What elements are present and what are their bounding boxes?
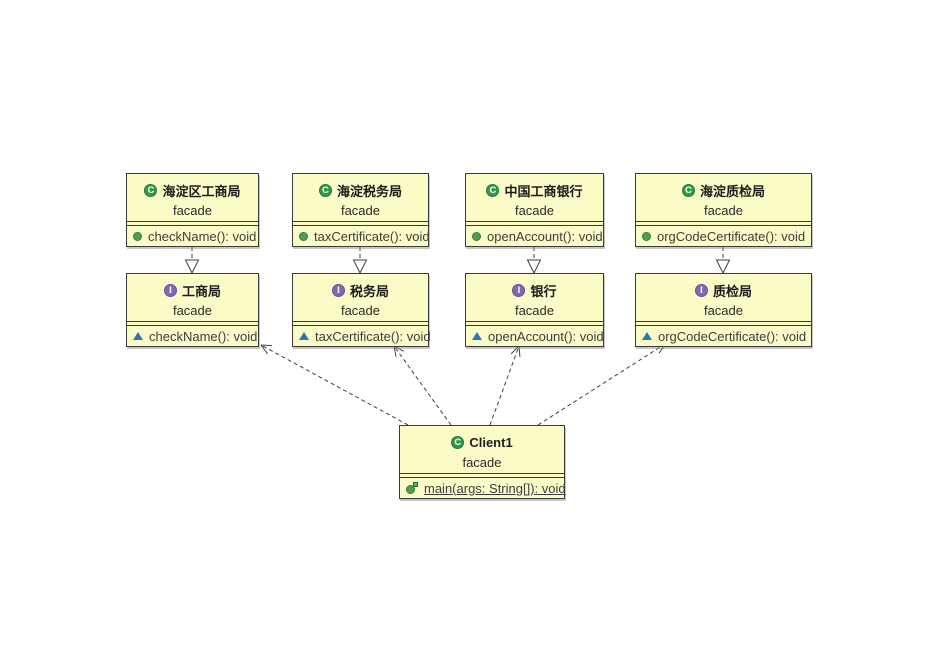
interface-node-zhijianju[interactable]: I 质检局 facade orgCodeCertificate(): void: [635, 273, 812, 347]
abstract-method-icon: [472, 332, 482, 340]
node-title: 税务局: [349, 284, 389, 299]
node-header: I 税务局 facade: [293, 274, 428, 321]
edge-dependency[interactable]: [489, 345, 521, 426]
node-header: C 海淀区工商局 facade: [127, 174, 258, 221]
class-node-haidian-gongshangju[interactable]: C 海淀区工商局 facade checkName(): void: [126, 173, 259, 247]
edge-dependency[interactable]: [393, 345, 452, 426]
node-package: facade: [703, 303, 744, 318]
node-header: C 海淀质检局 facade: [636, 174, 811, 221]
abstract-method-icon: [642, 332, 652, 340]
abstract-method-icon: [133, 332, 143, 340]
interface-icon: I: [163, 284, 177, 297]
static-method-icon: [406, 482, 418, 494]
method-label: orgCodeCertificate(): void: [657, 228, 806, 244]
separator: [400, 473, 564, 478]
class-node-haidian-zhijianju[interactable]: C 海淀质检局 facade orgCodeCertificate(): voi…: [635, 173, 812, 247]
method-row[interactable]: openAccount(): void: [466, 326, 604, 346]
edge-dependency[interactable]: [537, 343, 666, 426]
separator: [127, 321, 258, 326]
node-title: 银行: [530, 284, 557, 299]
class-node-client1[interactable]: C Client1 facade main(args: String[]): v…: [399, 425, 566, 499]
public-method-icon: [133, 231, 142, 241]
node-title: 中国工商银行: [504, 184, 583, 199]
node-header: C 中国工商银行 facade: [466, 174, 603, 221]
method-label: openAccount(): void: [487, 228, 603, 244]
method-row[interactable]: orgCodeCertificate(): void: [636, 226, 811, 246]
node-package: facade: [514, 203, 555, 218]
node-package: facade: [703, 203, 744, 218]
method-label: taxCertificate(): void: [315, 328, 431, 344]
interface-node-gongshangju[interactable]: I 工商局 facade checkName(): void: [126, 273, 259, 347]
separator: [466, 321, 603, 326]
node-header: C Client1 facade: [400, 426, 564, 473]
class-icon: C: [318, 184, 332, 197]
node-title: Client1: [469, 435, 513, 450]
node-package: facade: [340, 303, 381, 318]
separator: [636, 221, 811, 226]
class-icon: C: [451, 436, 465, 449]
node-title: 海淀区工商局: [162, 184, 241, 199]
interface-node-yinhang[interactable]: I 银行 facade openAccount(): void: [465, 273, 604, 347]
method-label: main(args: String[]): void: [424, 480, 566, 496]
edge-dependency[interactable]: [260, 344, 409, 426]
abstract-method-icon: [299, 332, 309, 340]
method-label: taxCertificate(): void: [314, 228, 430, 244]
node-header: I 银行 facade: [466, 274, 603, 321]
public-method-icon: [472, 231, 481, 241]
method-row[interactable]: checkName(): void: [127, 326, 258, 346]
separator: [636, 321, 811, 326]
node-package: facade: [514, 303, 555, 318]
separator: [127, 221, 258, 226]
interface-icon: I: [512, 284, 526, 297]
class-icon: C: [486, 184, 500, 197]
class-node-haidian-shuiwuju[interactable]: C 海淀税务局 facade taxCertificate(): void: [292, 173, 430, 247]
node-title: 质检局: [712, 284, 752, 299]
method-label: openAccount(): void: [488, 328, 604, 344]
interface-icon: I: [694, 284, 708, 297]
class-icon: C: [144, 184, 158, 197]
node-header: C 海淀税务局 facade: [293, 174, 428, 221]
method-label: orgCodeCertificate(): void: [658, 328, 807, 344]
node-package: facade: [340, 203, 381, 218]
node-package: facade: [462, 455, 502, 470]
method-row[interactable]: taxCertificate(): void: [293, 226, 430, 246]
node-package: facade: [172, 303, 213, 318]
separator: [293, 321, 428, 326]
public-method-icon: [642, 231, 651, 241]
public-method-icon: [299, 231, 308, 241]
class-icon: C: [681, 184, 695, 197]
method-row[interactable]: orgCodeCertificate(): void: [636, 326, 811, 346]
separator: [293, 221, 428, 226]
interface-icon: I: [331, 284, 345, 297]
node-header: I 质检局 facade: [636, 274, 811, 321]
node-header: I 工商局 facade: [127, 274, 258, 321]
method-row[interactable]: taxCertificate(): void: [293, 326, 431, 346]
method-label: checkName(): void: [148, 228, 257, 244]
node-title: 海淀质检局: [699, 184, 765, 199]
node-title: 海淀税务局: [336, 184, 402, 199]
method-label: checkName(): void: [149, 328, 258, 344]
method-row[interactable]: checkName(): void: [127, 226, 258, 246]
node-package: facade: [172, 203, 213, 218]
interface-node-shuiwuju[interactable]: I 税务局 facade taxCertificate(): void: [292, 273, 431, 347]
method-row[interactable]: main(args: String[]): void: [400, 478, 566, 498]
node-title: 工商局: [181, 284, 221, 299]
separator: [466, 221, 603, 226]
class-node-zhongguo-gongshang-yinhang[interactable]: C 中国工商银行 facade openAccount(): void: [465, 173, 604, 247]
method-row[interactable]: openAccount(): void: [466, 226, 603, 246]
